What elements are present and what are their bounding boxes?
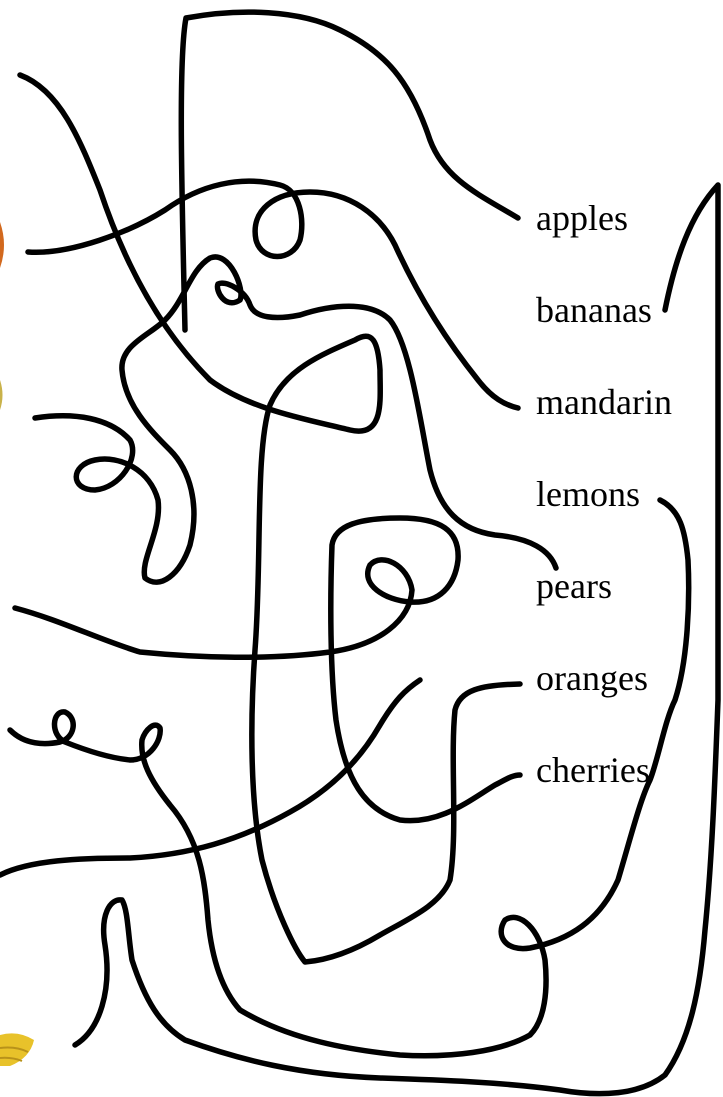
orange-fruit-icon [0, 222, 4, 268]
line-from-top-left[interactable] [20, 75, 520, 962]
fruit-labels: apples bananas mandarin lemons pears ora… [536, 198, 672, 790]
label-oranges[interactable]: oranges [536, 658, 648, 698]
label-pears[interactable]: pears [536, 566, 612, 606]
pear-fruit-icon [0, 380, 3, 410]
label-lemons[interactable]: lemons [536, 474, 640, 514]
label-mandarin[interactable]: mandarin [536, 382, 672, 422]
line-to-oranges[interactable] [15, 518, 520, 821]
line-to-apples[interactable] [181, 12, 518, 330]
label-apples[interactable]: apples [536, 198, 628, 238]
line-to-mandarin[interactable] [28, 181, 518, 408]
label-bananas[interactable]: bananas [536, 290, 652, 330]
label-cherries[interactable]: cherries [536, 750, 650, 790]
banana-fruit-icon [0, 1033, 34, 1066]
tangled-lines [0, 12, 718, 1094]
